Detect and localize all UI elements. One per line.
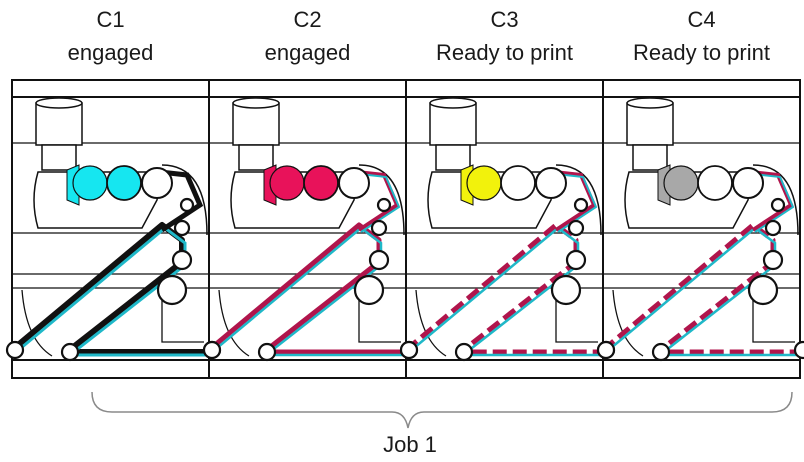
lower-frame-step [555,296,598,343]
guide-roller [376,197,392,213]
web-upper-magenta [356,170,400,232]
unit-status-label: Ready to print [633,40,770,65]
ink-roller [72,165,108,201]
unit-id-label: C4 [687,7,715,32]
guide-roller [171,249,193,271]
unit-id-label: C1 [96,7,124,32]
web-upper-black [159,169,204,233]
unit-status-label: Ready to print [436,40,573,65]
unit-side-arc [358,164,405,236]
guide-roller [202,340,222,360]
unit-status-label: engaged [68,40,154,65]
print-unit-c3 [399,80,616,378]
job-label: Job 1 [383,432,437,457]
guide-roller [353,274,385,306]
web-upper-cyan [555,173,598,233]
lower-frame-step [358,296,401,343]
ink-fountain-top [626,97,674,109]
unit-status-label: engaged [265,40,351,65]
guide-roller [596,340,616,360]
impression-roller [141,167,173,199]
print-unit-c2 [202,80,419,378]
guide-roller [770,197,786,213]
impression-roller [338,167,370,199]
guide-roller [550,274,582,306]
print-unit-c1 [5,97,222,362]
web-upper-cyan [358,173,401,233]
guide-roller [257,342,277,362]
form-roller [697,165,733,201]
guide-roller [651,342,671,362]
guide-roller [567,219,585,237]
guide-roller [368,249,390,271]
guide-roller [173,219,191,237]
ink-fountain [429,102,477,146]
ink-fountain [232,102,280,146]
ink-roller [663,165,699,201]
guide-roller [60,342,80,362]
guide-roller [573,197,589,213]
unit-id-label: C2 [293,7,321,32]
web-upper-magenta [553,170,597,232]
ink-feeder [41,144,77,171]
guide-roller [747,274,779,306]
ink-fountain-top [35,97,83,109]
ink-feeder [238,144,274,171]
guide-roller [179,197,195,213]
unit-side-arc [161,164,208,236]
lower-frame-step [752,296,795,343]
ink-fountain-top [429,97,477,109]
guide-roller [565,249,587,271]
guide-roller [764,219,782,237]
guide-roller [370,219,388,237]
form-roller [303,165,339,201]
form-roller [500,165,536,201]
form-roller [106,165,142,201]
ink-fountain [626,102,674,146]
ink-roller [466,165,502,201]
print-units [5,79,804,379]
guide-roller [399,340,419,360]
ink-feeder [632,144,668,171]
ink-roller [269,165,305,201]
ink-fountain [35,102,83,146]
ink-feeder [435,144,471,171]
print-unit-c4 [596,80,804,378]
job-brace [91,391,793,429]
impression-roller [535,167,567,199]
web-upper-magenta [750,170,794,232]
guide-roller [793,340,804,360]
unit-id-label: C3 [490,7,518,32]
ink-fountain-top [232,97,280,109]
unit-side-arc [555,164,602,236]
guide-roller [156,274,188,306]
unit-side-arc [752,164,799,236]
web-upper-cyan [752,173,795,233]
guide-roller [5,340,25,360]
guide-roller [762,249,784,271]
lower-frame-step [161,296,204,343]
guide-roller [454,342,474,362]
impression-roller [732,167,764,199]
